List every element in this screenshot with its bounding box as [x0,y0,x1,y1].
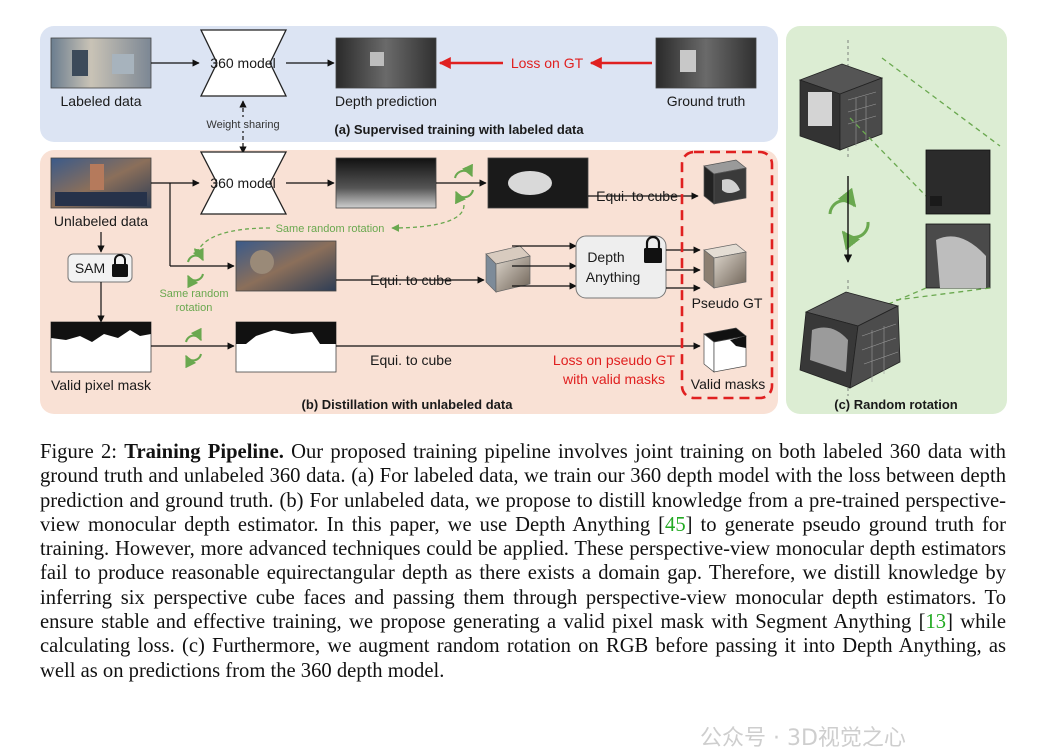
pseudo-gt-label: Pseudo GT [692,295,763,311]
labeled-data-image [50,37,152,89]
rotated-rgb-detail [250,250,274,274]
model-block-b [199,151,288,215]
rotation-icon [454,163,474,205]
depth-anything-label-2: Anything [586,269,640,285]
valid-mask-cube [703,327,747,373]
same-random-rotation-label-1: Same random rotation [276,223,385,235]
sam-label: SAM [75,260,105,276]
panel-c-title: (c) Random rotation [834,397,958,412]
labeled-data-image-detail [72,50,88,76]
watermark: 公众号 · 3D视觉之心 [700,726,906,751]
loss-pseudo-gt-label-2: with valid masks [562,371,665,387]
depth-anything-label-1: Depth [587,249,624,265]
rgb-cube [485,245,531,293]
labeled-data-image-detail [112,54,134,74]
mask-shape [51,322,151,342]
equi-to-cube-label-2: Equi. to cube [370,272,452,288]
cube-bottom [799,291,901,389]
loss-pseudo-gt-label-1: Loss on pseudo GT [553,352,676,368]
depth-anything-block [575,235,667,299]
cube-top [798,63,884,151]
loss-on-gt-label: Loss on GT [511,55,584,71]
rotation-icon [828,187,870,251]
valid-masks-label: Valid masks [691,376,765,392]
ground-truth-label: Ground truth [667,93,746,109]
caption-prefix: Figure 2: [40,441,125,463]
ground-truth-detail [680,50,696,72]
panel-b-background [40,150,778,414]
equi-to-cube-label-3: Equi. to cube [370,352,452,368]
same-rotation-dashed [391,204,465,232]
unlabeled-image-detail [90,164,104,190]
unlabeled-data-label: Unlabeled data [54,213,148,229]
citation-link-13[interactable]: 13 [925,611,947,634]
pseudo-gt-dashed-box [680,150,774,400]
depth-prediction-b-image [335,157,437,209]
rotation-icon [185,327,202,369]
weight-sharing-label: Weight sharing [206,119,279,131]
training-pipeline-diagram: Labeled data 360 model Depth prediction … [40,26,1007,414]
projection-line [895,287,991,301]
cube-face-detail [936,236,986,288]
depth-cube [703,159,747,205]
citation-link-45[interactable]: 45 [665,513,686,536]
weight-sharing-label-bg [200,117,286,131]
caption-text-2: ] to generate pseudo ground truth for tr… [40,513,1006,634]
model-block-a [199,29,288,97]
projection-line [849,117,927,197]
caption-title: Training Pipeline. [124,441,284,463]
lock-icon [112,254,128,277]
panel-a-title: (a) Supervised training with labeled dat… [334,122,584,137]
panel-b-title: (b) Distillation with unlabeled data [302,397,514,412]
caption-text-3: ] while calculating loss. (c) Furthermor… [40,611,1006,682]
rotated-depth-detail [508,171,552,195]
unlabeled-image-detail [55,192,147,206]
pseudo-gt-cube [703,243,747,289]
depth-prediction-detail [370,52,384,66]
same-random-rotation-label-2b: rotation [176,302,213,314]
labeled-data-label: Labeled data [61,93,142,109]
figure-caption: Figure 2: Training Pipeline. Our propose… [40,440,1006,683]
caption-text-1: Our proposed training pipeline involves … [40,441,1006,536]
rotated-rgb-image [235,240,337,292]
depth-prediction-label: Depth prediction [335,93,437,109]
rotation-icon [187,247,204,289]
same-random-rotation-label-2a: Same random [159,288,228,300]
cube-face-detail [930,196,942,206]
valid-pixel-mask-label: Valid pixel mask [51,377,152,393]
model-label-a: 360 model [210,55,275,71]
rotated-mask-shape [236,322,336,344]
model-label-b: 360 model [210,175,275,191]
lock-icon [644,235,662,263]
projection-line [881,57,1001,147]
equi-to-cube-label-1: Equi. to cube [596,188,678,204]
depth-prediction-image [335,37,437,89]
ground-truth-image [655,37,757,89]
